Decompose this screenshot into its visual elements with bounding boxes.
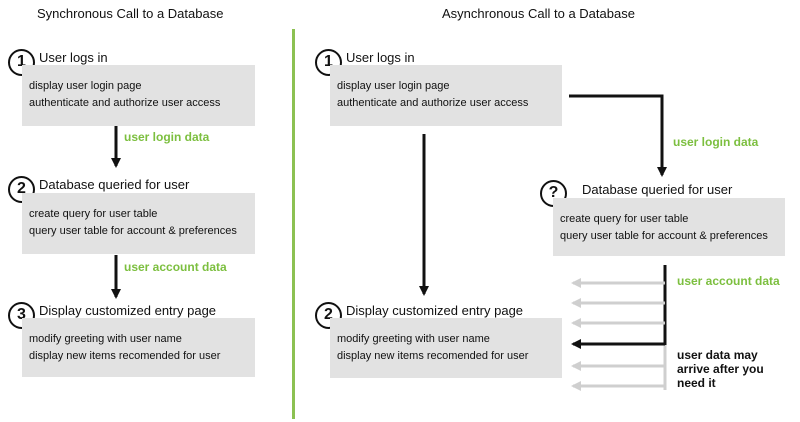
sync-step-3-title: Display customized entry page xyxy=(39,303,217,318)
sync-step-1-box: display user login page authenticate and… xyxy=(22,65,255,126)
async-step-q-line-2: query user table for account & preferenc… xyxy=(560,229,768,242)
sync-step-3-box: modify greeting with user name display n… xyxy=(22,318,255,377)
async-step-q-box: create query for user table query user t… xyxy=(553,198,785,256)
async-note-line-1: user data may xyxy=(677,348,758,362)
sync-step-3-line-1: modify greeting with user name xyxy=(29,333,182,345)
async-timing-note: user data may arrive after you need it xyxy=(677,348,764,390)
sync-step-2-line-1: create query for user table xyxy=(29,208,158,220)
async-step-q-title: Database queried for user xyxy=(582,182,733,197)
sync-step-3-line-2: display new items recomended for user xyxy=(29,349,221,362)
sync-arrow-label-2: user account data xyxy=(124,260,227,274)
async-step-1-box: display user login page authenticate and… xyxy=(330,65,562,126)
async-arrow-label-1: user login data xyxy=(673,135,759,149)
async-step-1-title: User logs in xyxy=(346,50,415,65)
sync-arrow-label-1: user login data xyxy=(124,130,210,144)
async-arrow-label-2: user account data xyxy=(677,274,780,288)
sync-step-1-title: User logs in xyxy=(39,50,108,65)
sync-step-2-box: create query for user table query user t… xyxy=(22,193,255,254)
column-divider xyxy=(292,29,295,419)
async-heading: Asynchronous Call to a Database xyxy=(442,6,635,21)
async-step-2-line-2: display new items recomended for user xyxy=(337,349,529,362)
async-step-2-title: Display customized entry page xyxy=(346,303,524,318)
sync-step-1-badge: 1 xyxy=(8,49,35,76)
sync-step-3-badge: 3 xyxy=(8,302,35,329)
async-step-2-box: modify greeting with user name display n… xyxy=(330,318,562,378)
sync-step-2-title: Database queried for user xyxy=(39,177,190,192)
async-step-1-line-1: display user login page xyxy=(337,80,450,92)
async-step-2-badge: 2 xyxy=(315,302,342,329)
async-step-q-line-1: create query for user table xyxy=(560,213,689,225)
sync-heading: Synchronous Call to a Database xyxy=(37,6,224,21)
sync-step-1-line-2: authenticate and authorize user access xyxy=(29,96,221,109)
async-step-1-line-2: authenticate and authorize user access xyxy=(337,96,529,109)
sync-step-1-line-1: display user login page xyxy=(29,80,142,92)
async-note-line-2: arrive after you xyxy=(677,362,764,376)
sync-step-2-line-2: query user table for account & preferenc… xyxy=(29,224,237,237)
async-note-line-3: need it xyxy=(677,376,716,390)
async-step-2-line-1: modify greeting with user name xyxy=(337,333,490,345)
async-arrow-elbow xyxy=(569,94,667,177)
